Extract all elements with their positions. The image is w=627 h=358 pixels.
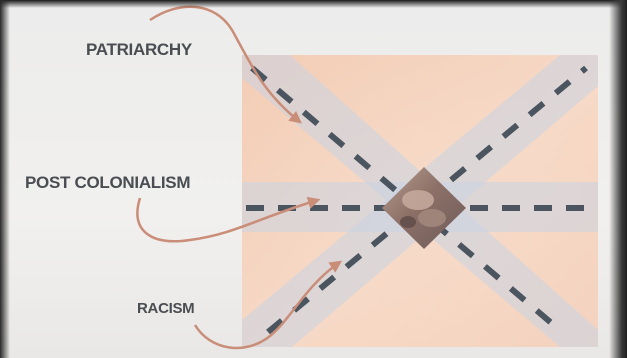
screen-bezel-right	[609, 0, 627, 358]
label-racism: RACISM	[137, 300, 194, 317]
label-post-colonialism: POST COLONIALISM	[25, 173, 190, 193]
label-patriarchy: PATRIARCHY	[86, 40, 192, 60]
screen-bezel-left	[0, 0, 10, 358]
screen-bezel-top	[0, 0, 627, 8]
